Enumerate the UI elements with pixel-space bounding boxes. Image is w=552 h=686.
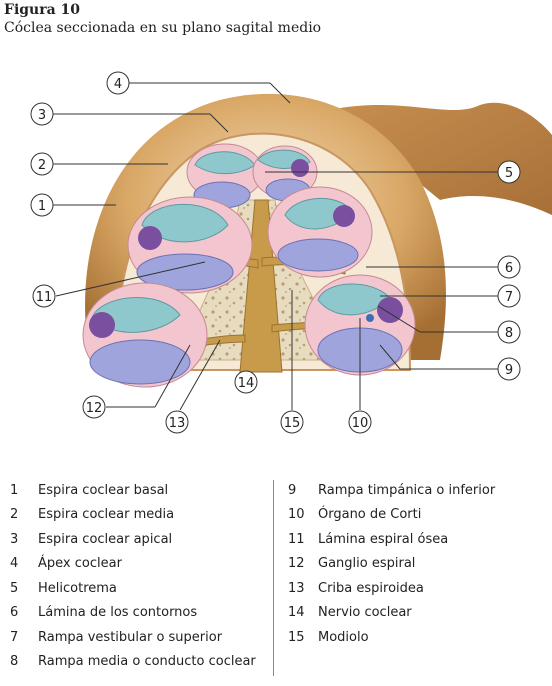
svg-text:12: 12 — [86, 401, 103, 416]
svg-text:15: 15 — [284, 416, 301, 431]
svg-text:11: 11 — [36, 290, 53, 305]
svg-text:5: 5 — [505, 166, 513, 181]
svg-text:14: 14 — [238, 376, 255, 391]
callout-5: 5 — [497, 160, 521, 184]
svg-text:1: 1 — [38, 199, 46, 214]
cochlea-illustration: 1 2 3 4 5 6 7 8 9 10 11 12 13 14 15 — [30, 71, 552, 434]
svg-text:6: 6 — [505, 261, 513, 276]
callout-8: 8 — [497, 320, 521, 344]
callout-1: 1 — [30, 193, 54, 217]
middle-turn-right — [267, 186, 373, 278]
svg-text:4: 4 — [114, 77, 122, 92]
callout-13: 13 — [165, 410, 189, 434]
callout-6: 6 — [497, 255, 521, 279]
svg-text:3: 3 — [38, 108, 46, 123]
callout-11: 11 — [32, 284, 56, 308]
middle-turn-left — [127, 196, 253, 294]
callout-2: 2 — [30, 152, 54, 176]
callout-10: 10 — [348, 410, 372, 434]
svg-text:9: 9 — [505, 363, 513, 378]
svg-text:8: 8 — [505, 326, 513, 341]
figure-subtitle: Cóclea seccionada en su plano sagital me… — [4, 20, 322, 36]
basal-turn-left — [82, 282, 208, 388]
callout-4: 4 — [106, 71, 130, 95]
apical-turn — [186, 143, 318, 209]
callout-12: 12 — [82, 395, 106, 419]
svg-text:13: 13 — [169, 416, 186, 431]
figure-title: Figura 10 — [4, 2, 81, 18]
callout-9: 9 — [497, 357, 521, 381]
callout-15: 15 — [280, 410, 304, 434]
legend-divider — [273, 480, 274, 676]
callout-14: 14 — [234, 370, 258, 394]
callout-7: 7 — [497, 284, 521, 308]
svg-text:2: 2 — [38, 158, 46, 173]
leader-lines — [53, 82, 498, 411]
callout-3: 3 — [30, 102, 54, 126]
svg-text:7: 7 — [505, 290, 513, 305]
svg-text:10: 10 — [352, 416, 369, 431]
